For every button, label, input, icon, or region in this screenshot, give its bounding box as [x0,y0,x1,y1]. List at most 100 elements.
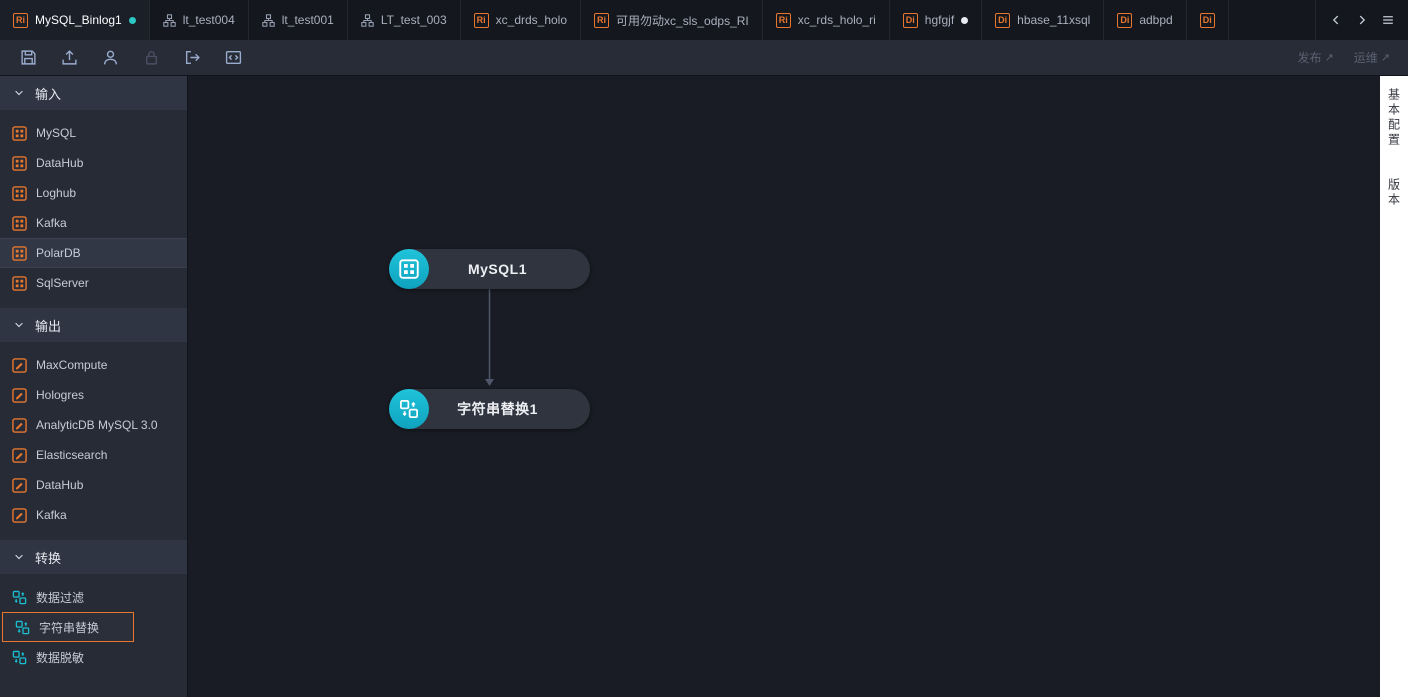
transform-icon [15,620,30,635]
chevron-down-icon [13,551,25,563]
sidebar-item-label: 字符串替换 [39,620,100,635]
canvas-node-1[interactable]: MySQL1 [389,249,590,289]
chevron-down-icon [13,319,25,331]
sidebar-section-transform[interactable]: 转换 [0,540,187,574]
sidebar-item[interactable]: PolarDB [0,238,187,268]
tab-controls [1315,0,1408,40]
output-icon [12,387,27,403]
sidebar-item-label: Loghub [36,186,77,200]
section-items-transform: 数据过滤字符串替换数据脱敏 [0,574,187,682]
sidebar-item-label: SqlServer [36,276,89,290]
toolbar: 发布 ↗ 运维 ↗ [0,40,1408,76]
sidebar-item[interactable]: SqlServer [0,268,187,298]
tab-label: hgfgjf [924,13,955,27]
node-label: 字符串替换1 [457,401,538,417]
sidebar-item[interactable]: 数据过滤 [0,582,187,612]
publish-label: 发布 [1297,51,1322,65]
tab-label: 可用勿动xc_sls_odps_RI [616,13,749,28]
tab-label: lt_test001 [281,13,334,27]
doc-type-badge-icon: Ri [473,12,489,28]
scroll-left-icon[interactable] [1324,8,1348,32]
sidebar-item-label: Elasticsearch [36,448,108,462]
tab-label: lt_test004 [182,13,235,27]
sidebar-item[interactable]: 字符串替换 [2,612,134,642]
output-icon [12,507,27,523]
doc-type-badge-icon: Di [1117,12,1133,28]
sidebar-item[interactable]: Kafka [0,208,187,238]
ops-button: 运维 ↗ [1354,49,1390,66]
sidebar-item[interactable]: DataHub [0,148,187,178]
edge-arrowhead-icon [485,379,494,386]
workflow-icon [262,13,275,27]
section-title: 输入 [35,86,62,102]
input-icon [12,245,27,261]
node-label: MySQL1 [467,261,527,277]
menu-icon[interactable] [1376,8,1400,32]
script-mode-icon[interactable] [221,46,245,70]
tab-label: MySQL_Binlog1 [35,13,122,27]
dag-canvas[interactable]: MySQL1 字符串替换1 [188,76,1380,697]
canvas-node-2[interactable]: 字符串替换1 [389,389,590,429]
section-title: 转换 [35,550,62,566]
transform-node-icon [389,389,429,429]
external-link-icon: ↗ [1380,52,1390,64]
sidebar-item[interactable]: Elasticsearch [0,440,187,470]
editor-tab[interactable]: Ri 可用勿动xc_sls_odps_RI [581,0,763,40]
sidebar-section-input[interactable]: 输入 [0,76,187,110]
sidebar-item[interactable]: Hologres [0,380,187,410]
tab-bar: Ri MySQL_Binlog1 lt_test004 lt_test001 LT_te… [0,0,1408,40]
save-icon[interactable] [16,46,40,70]
workflow-icon [163,13,176,27]
editor-tab[interactable]: Di hgfgjf [890,0,983,40]
submit-unlock-icon[interactable] [98,46,122,70]
sidebar-item[interactable]: AnalyticDB MySQL 3.0 [0,410,187,440]
right-tab-basic-config[interactable]: 基本配置 [1386,88,1401,148]
tab-label: adbpd [1139,13,1173,27]
sidebar-item-label: DataHub [36,156,84,170]
editor-tab[interactable]: Di [1187,0,1229,40]
sidebar-item[interactable]: 数据脱敏 [0,642,187,672]
sidebar-item-label: Kafka [36,508,67,522]
input-node-icon [389,249,429,289]
input-icon [12,275,27,291]
input-icon [12,155,27,171]
sidebar-item[interactable]: MaxCompute [0,350,187,380]
submit-icon[interactable] [57,46,81,70]
doc-type-badge-icon: Ri [13,12,28,28]
editor-tab[interactable]: lt_test001 [249,0,348,40]
right-tab-version[interactable]: 版本 [1386,178,1401,208]
input-icon [12,185,27,201]
editor-tabs: Ri MySQL_Binlog1 lt_test004 lt_test001 LT_te… [0,0,1315,40]
toolbar-tools [16,46,1298,70]
scroll-right-icon[interactable] [1350,8,1374,32]
sidebar-item[interactable]: Loghub [0,178,187,208]
editor-tab[interactable]: Ri MySQL_Binlog1 [0,0,150,40]
sidebar-item[interactable]: MySQL [0,118,187,148]
modified-dot-icon [961,16,969,24]
editor-tab[interactable]: LT_test_003 [348,0,461,40]
doc-type-badge-icon: Ri [594,12,610,28]
output-icon [12,447,27,463]
editor-tab[interactable]: lt_test004 [150,0,249,40]
tab-label: xc_rds_holo_ri [797,13,876,27]
ops-label: 运维 [1353,51,1378,65]
chevron-down-icon [13,87,25,99]
workflow-icon [361,13,374,27]
doc-type-badge-icon: Di [902,12,918,28]
open-in-icon[interactable] [180,46,204,70]
transform-icon [12,650,27,665]
tab-label: LT_test_003 [380,13,447,27]
external-link-icon: ↗ [1324,52,1334,64]
doc-type-badge-icon: Di [1199,12,1215,28]
sidebar-item[interactable]: DataHub [0,470,187,500]
sidebar-item[interactable]: Kafka [0,500,187,530]
output-icon [12,477,27,493]
sidebar-section-output[interactable]: 输出 [0,308,187,342]
